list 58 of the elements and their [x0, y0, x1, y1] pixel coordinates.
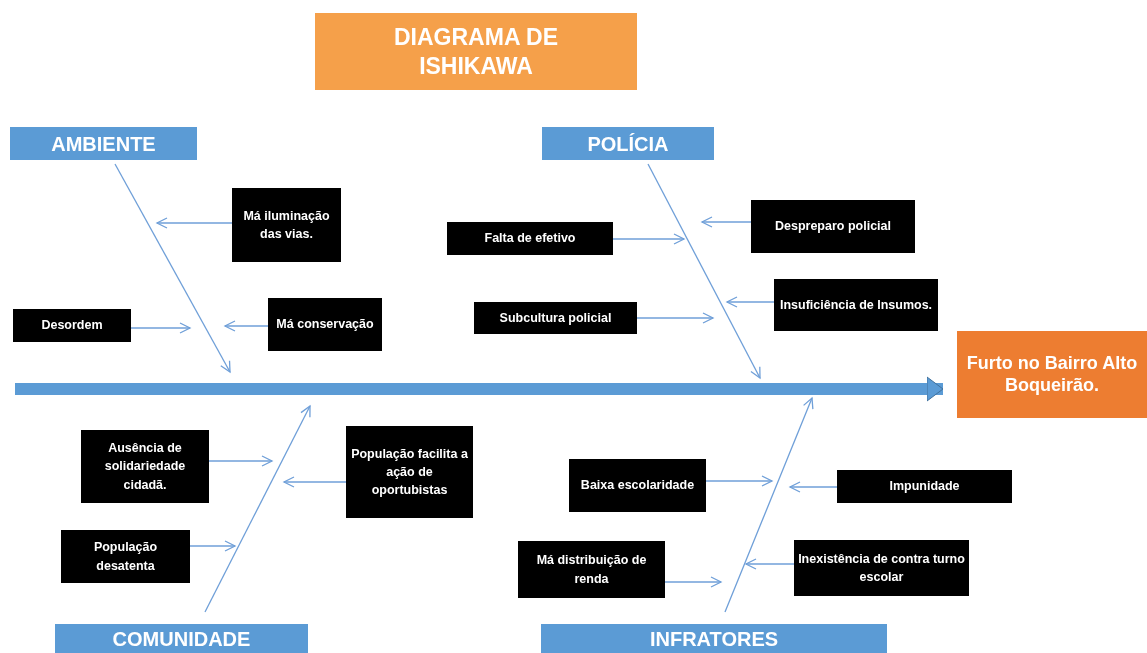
arrow: [664, 576, 722, 588]
cause-label: Falta de efetivo: [484, 230, 576, 248]
arrow: [130, 322, 191, 334]
arrow: [726, 296, 775, 308]
cause-label: Baixa escolaridade: [580, 477, 695, 495]
arrow: [283, 476, 347, 488]
cause-label: Despreparo policial: [775, 218, 891, 236]
cause-box: [346, 426, 473, 518]
arrow: [636, 312, 714, 324]
arrow: [701, 216, 752, 228]
arrow: [208, 455, 273, 467]
arrow: [724, 397, 814, 613]
effect-label: Furto no Bairro Alto Boqueirão.: [965, 352, 1139, 397]
arrow: [224, 320, 269, 332]
arrow: [789, 481, 838, 493]
arrow: [189, 540, 236, 552]
spine-arrow: [15, 376, 944, 402]
category-label: AMBIENTE: [51, 133, 156, 154]
cause-box: [518, 541, 665, 598]
cause-box: [13, 309, 131, 342]
arrow: [156, 217, 233, 229]
cause-box: [794, 540, 969, 596]
arrow: [647, 163, 761, 379]
cause-label: Ausência de solidariedade cidadã.: [103, 440, 187, 494]
cause-box: [474, 302, 637, 334]
arrow: [705, 475, 773, 487]
cause-box: [447, 222, 613, 255]
category-label: INFRATORES: [649, 628, 779, 649]
category-box: [55, 624, 308, 653]
category-box: [542, 127, 714, 160]
effect-box: [957, 331, 1147, 418]
cause-box: [232, 188, 341, 262]
cause-box: [837, 470, 1012, 503]
cause-label: Má distribuição de renda: [535, 552, 648, 588]
cause-box: [751, 200, 915, 253]
cause-box: [81, 430, 209, 503]
cause-label: População facilita a ação de oportubistas: [350, 445, 469, 500]
cause-box: [569, 459, 706, 512]
category-box: [541, 624, 887, 653]
cause-box: [61, 530, 190, 583]
cause-label: População desatenta: [92, 539, 159, 575]
cause-box: [774, 279, 938, 331]
arrow: [745, 558, 795, 570]
cause-label: Impunidade: [889, 478, 960, 496]
category-label: POLÍCIA: [587, 133, 669, 154]
arrow: [204, 405, 311, 613]
cause-label: Má iluminação das vias.: [242, 207, 331, 243]
cause-label: Subcultura policial: [499, 309, 612, 327]
cause-box: [268, 298, 382, 351]
category-label: COMUNIDADE: [112, 628, 251, 649]
category-box: [10, 127, 197, 160]
cause-label: Inexistência de contra turno escolar: [798, 550, 965, 586]
cause-label: Insuficiência de Insumos.: [779, 296, 933, 314]
arrow: [612, 233, 685, 245]
arrow: [114, 163, 231, 373]
title-banner: DIAGRAMA DE ISHIKAWA: [315, 13, 637, 90]
cause-label: Má conservação: [276, 316, 374, 334]
cause-label: Desordem: [41, 317, 103, 335]
